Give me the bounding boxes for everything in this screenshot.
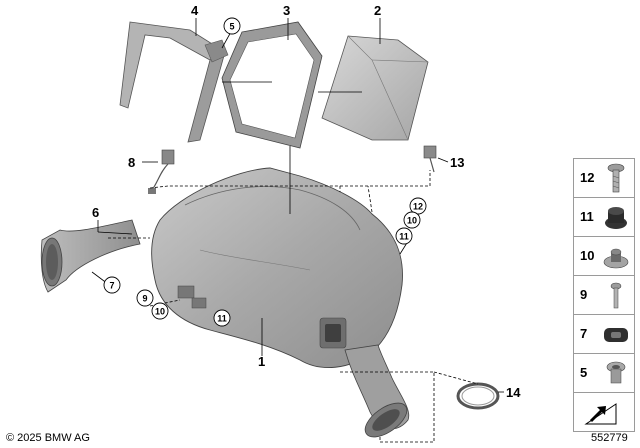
callout-10-left: 10 [151, 302, 169, 320]
callout-9: 9 [136, 289, 154, 307]
filter-frame-part [221, 21, 323, 149]
panel-row-9: 9 [573, 275, 635, 315]
panel-row-5: 5 [573, 353, 635, 393]
clamp-ring-part [456, 382, 500, 410]
svg-text:10: 10 [155, 307, 165, 317]
panel-row-10: 10 [573, 236, 635, 276]
callout-5: 5 [223, 17, 241, 35]
callout-14: 14 [506, 385, 521, 400]
main-housing-part [151, 167, 410, 438]
panel-row-12: 12 [573, 158, 635, 198]
callout-1: 1 [258, 354, 265, 369]
dashed-guides [108, 170, 479, 443]
callout-10-right: 10 [403, 211, 421, 229]
callout-2: 2 [374, 3, 381, 18]
svg-text:10: 10 [407, 216, 417, 226]
sensor-part [148, 149, 175, 194]
svg-text:7: 7 [109, 281, 114, 291]
callout-numbers: 1 2 3 4 6 8 13 14 [92, 3, 521, 400]
circled-callouts: 5 7 9 10 11 12 10 11 [103, 17, 427, 327]
small-parts-panel: 12 11 10 9 7 [573, 158, 635, 432]
callout-8: 8 [128, 155, 135, 170]
svg-text:5: 5 [229, 22, 234, 32]
callout-6: 6 [92, 205, 99, 220]
svg-text:11: 11 [399, 232, 409, 242]
callout-7: 7 [103, 276, 121, 294]
rubber-bushing-icon [604, 328, 628, 342]
rubber-grommet-icon [605, 207, 627, 229]
panel-number: 12 [580, 170, 595, 185]
parts-kit-icon [584, 403, 617, 425]
callout-3: 3 [283, 3, 290, 18]
panel-number: 9 [580, 287, 588, 302]
svg-text:12: 12 [413, 202, 423, 212]
svg-text:11: 11 [217, 314, 227, 324]
svg-text:9: 9 [142, 294, 147, 304]
copyright-text: © 2025 BMW AG [6, 432, 90, 444]
sensor-right-part [423, 145, 437, 173]
panel-number: 5 [580, 365, 588, 380]
callout-11-front: 11 [213, 309, 231, 327]
small-screw-icon [610, 282, 622, 309]
panel-number: 11 [580, 209, 594, 224]
diagram-reference-number: 552779 [591, 432, 628, 444]
panel-row-kit [573, 392, 635, 432]
panel-row-11: 11 [573, 197, 635, 237]
filter-element-part [321, 35, 429, 141]
panel-number: 10 [580, 248, 595, 263]
collar-screw-icon [606, 361, 626, 384]
callout-4: 4 [191, 3, 199, 18]
callout-13: 13 [450, 155, 464, 170]
intake-duct-part [40, 219, 141, 293]
callout-11-right: 11 [395, 227, 413, 245]
screw-icon [607, 163, 625, 193]
bracket-part [119, 21, 229, 143]
panel-row-7: 7 [573, 314, 635, 354]
panel-number: 7 [580, 326, 588, 341]
callout-12: 12 [409, 197, 427, 215]
washer-grommet-icon [603, 248, 629, 269]
